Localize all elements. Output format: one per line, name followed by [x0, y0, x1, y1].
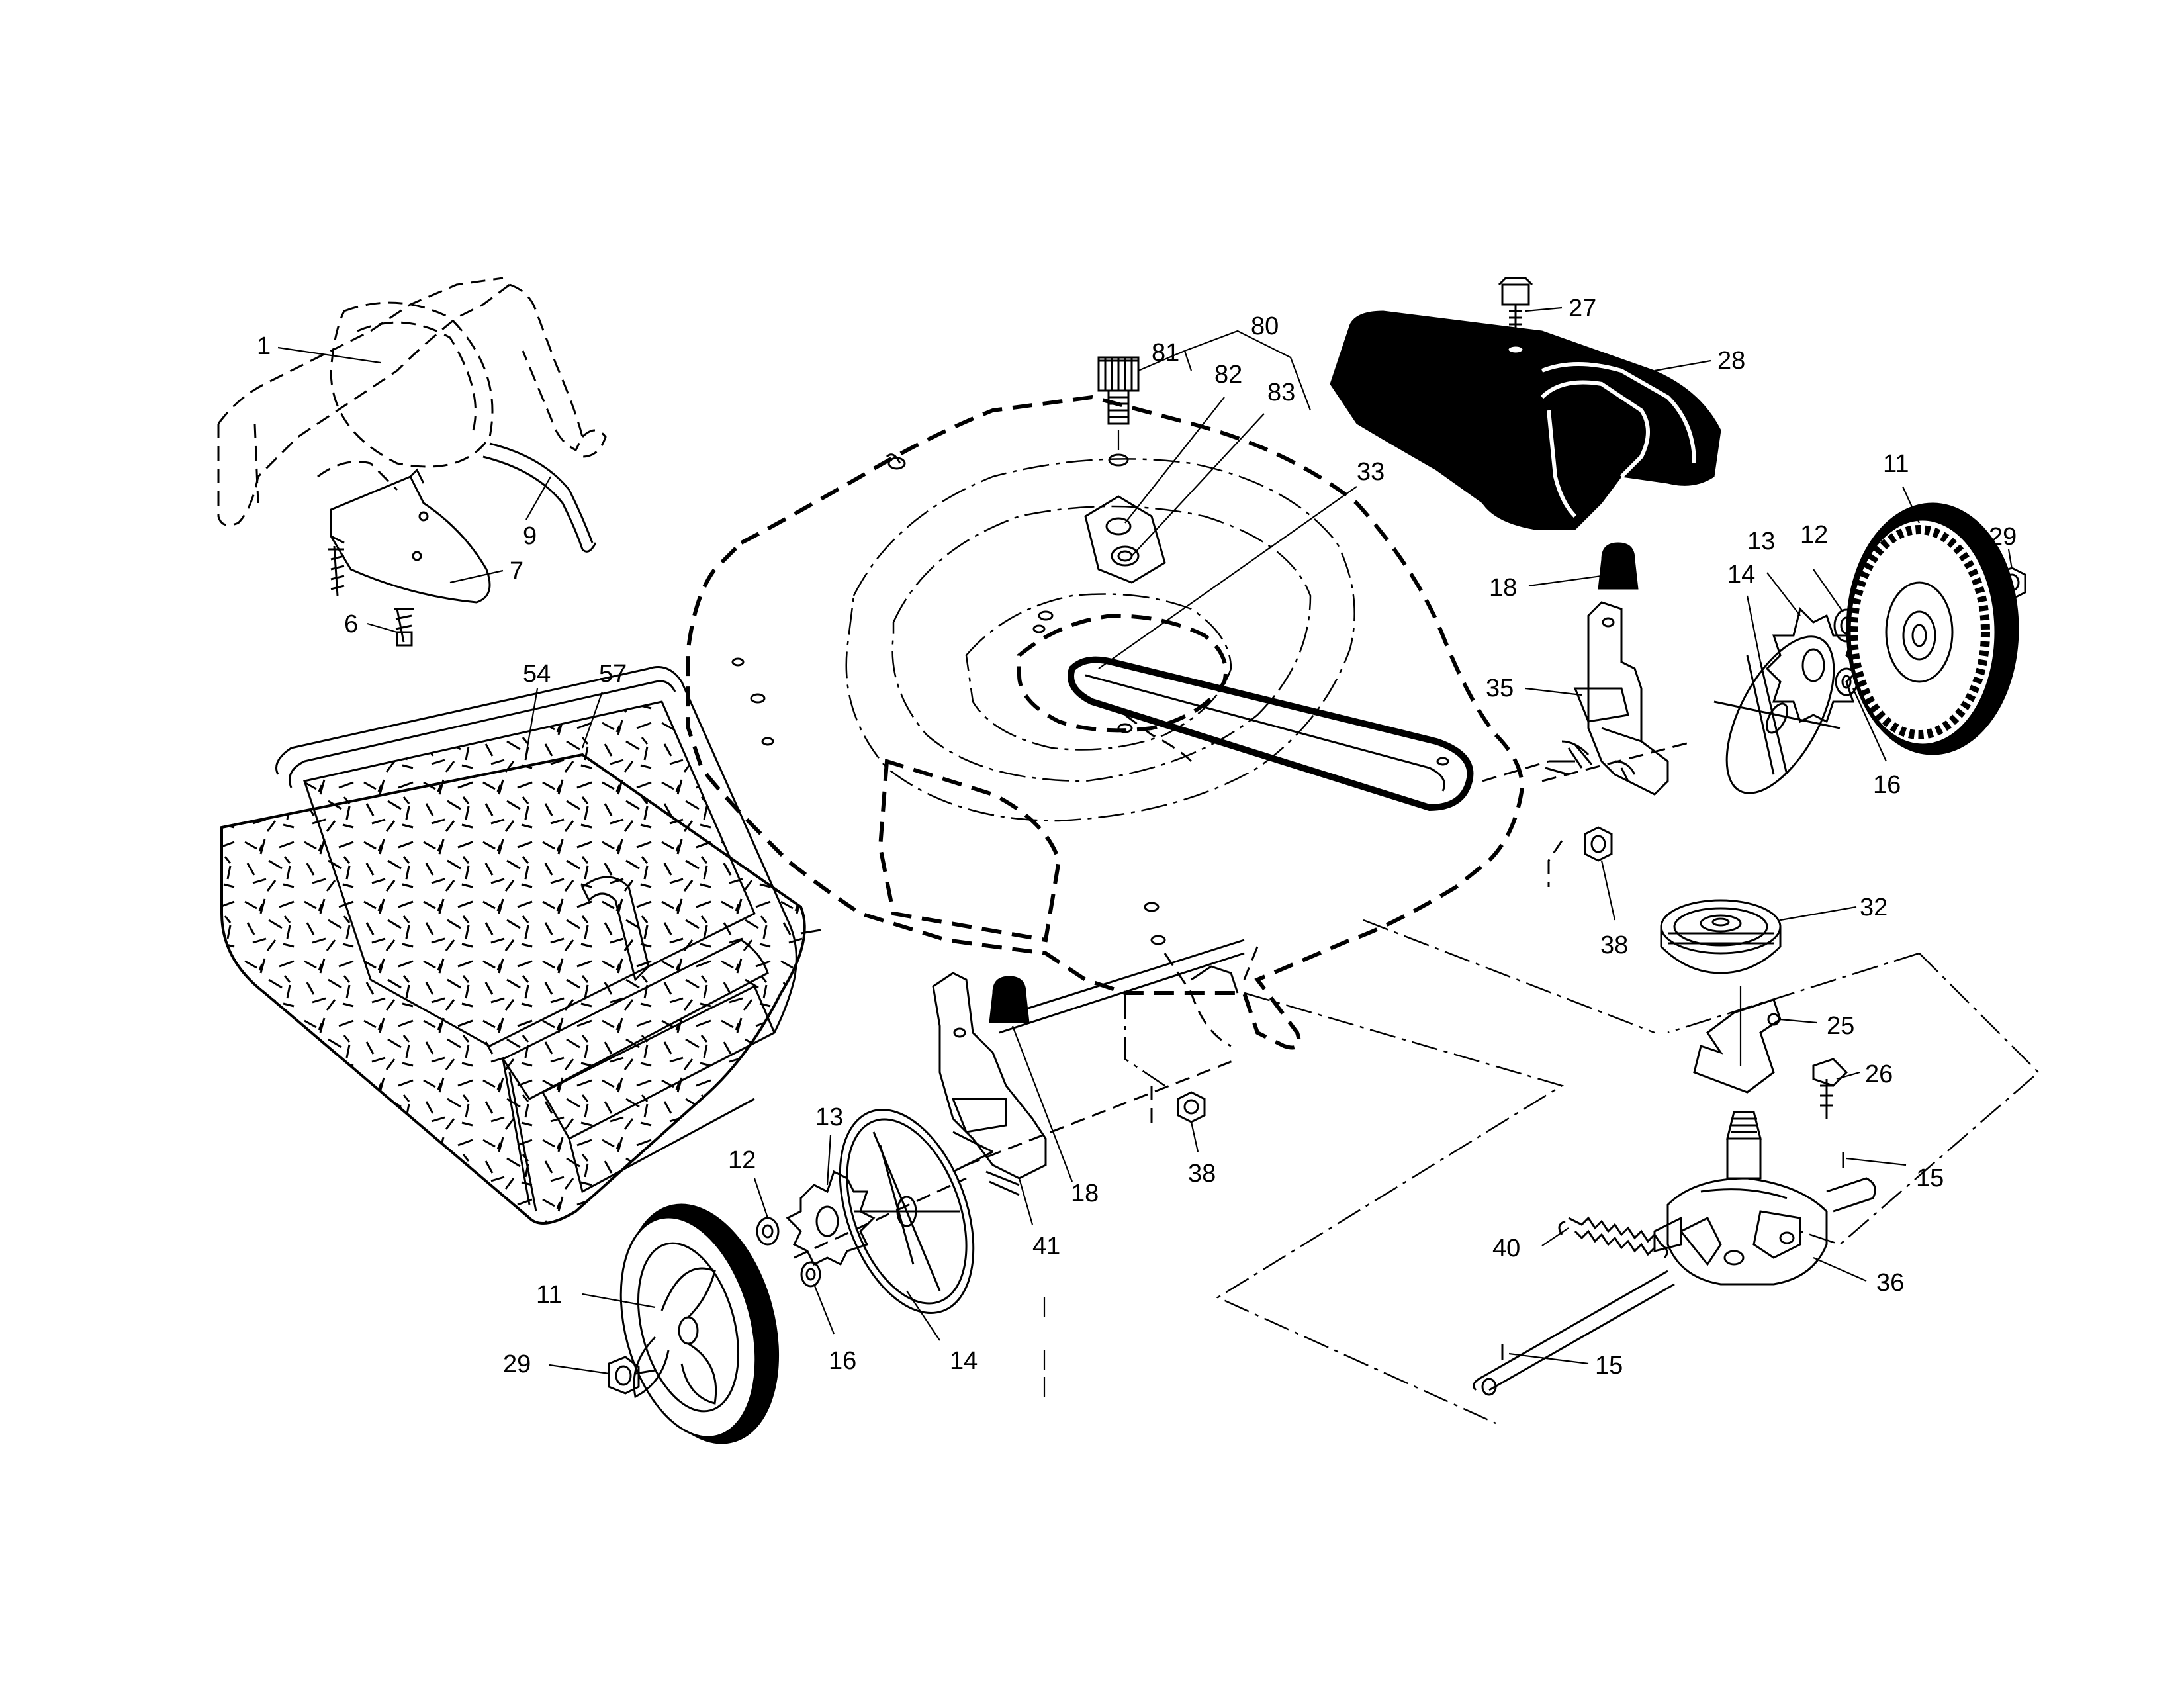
- callout-18-left: 18: [1071, 1180, 1099, 1207]
- callout-83: 83: [1267, 379, 1295, 406]
- callout-41: 41: [1032, 1233, 1060, 1260]
- callout-1: 1: [257, 332, 271, 360]
- callout-29-left: 29: [503, 1350, 531, 1378]
- callout-40: 40: [1492, 1235, 1520, 1262]
- callout-16-right: 16: [1873, 771, 1901, 799]
- callout-35: 35: [1486, 675, 1514, 702]
- callout-82: 82: [1214, 361, 1242, 389]
- callout-7: 7: [510, 557, 523, 585]
- left-wheel-assembly: [608, 939, 1259, 1444]
- grass-bag: [220, 666, 821, 1225]
- callout-13-left: 13: [815, 1103, 843, 1131]
- callout-33: 33: [1357, 458, 1385, 486]
- callout-29-right: 29: [1989, 523, 2017, 551]
- callout-25: 25: [1827, 1012, 1854, 1040]
- callout-6: 6: [344, 610, 358, 638]
- callout-18-right: 18: [1489, 574, 1517, 602]
- callout-28: 28: [1717, 347, 1745, 375]
- callout-9: 9: [523, 522, 537, 550]
- leader-lines: [277, 306, 2013, 1375]
- callout-14-right: 14: [1727, 561, 1755, 588]
- callout-57: 57: [599, 660, 627, 688]
- callout-81: 81: [1152, 339, 1179, 367]
- callout-15-right: 15: [1916, 1164, 1944, 1192]
- rear-baffle: [1330, 277, 1721, 530]
- transmission-assembly: [1216, 899, 2040, 1425]
- callout-13-right: 13: [1747, 528, 1775, 555]
- handle-assembly: [217, 277, 607, 647]
- callout-11-right: 11: [1883, 450, 1909, 478]
- callout-80: 80: [1251, 312, 1279, 340]
- callout-38-right: 38: [1600, 931, 1628, 959]
- callout-15-bottom: 15: [1595, 1352, 1623, 1380]
- drive-belt: [1068, 656, 1474, 812]
- height-adjust: [1084, 330, 1312, 584]
- callout-12-left: 12: [728, 1147, 756, 1174]
- mower-deck: [686, 395, 1525, 1087]
- callout-labels: 1 9 7 6 54 57 80 81 82 83 33 27 28 18 14…: [257, 295, 2017, 1380]
- callout-12-right: 12: [1800, 521, 1828, 549]
- callout-54: 54: [523, 660, 551, 688]
- callout-26: 26: [1865, 1060, 1893, 1088]
- callout-14-left: 14: [950, 1347, 978, 1375]
- callout-32: 32: [1860, 894, 1888, 921]
- callout-38-left: 38: [1188, 1160, 1216, 1188]
- callout-36: 36: [1876, 1269, 1904, 1297]
- callout-16-left: 16: [829, 1347, 856, 1375]
- callout-27: 27: [1569, 295, 1596, 322]
- callout-11-left: 11: [536, 1281, 562, 1309]
- right-wheel-assembly: [1482, 502, 2026, 887]
